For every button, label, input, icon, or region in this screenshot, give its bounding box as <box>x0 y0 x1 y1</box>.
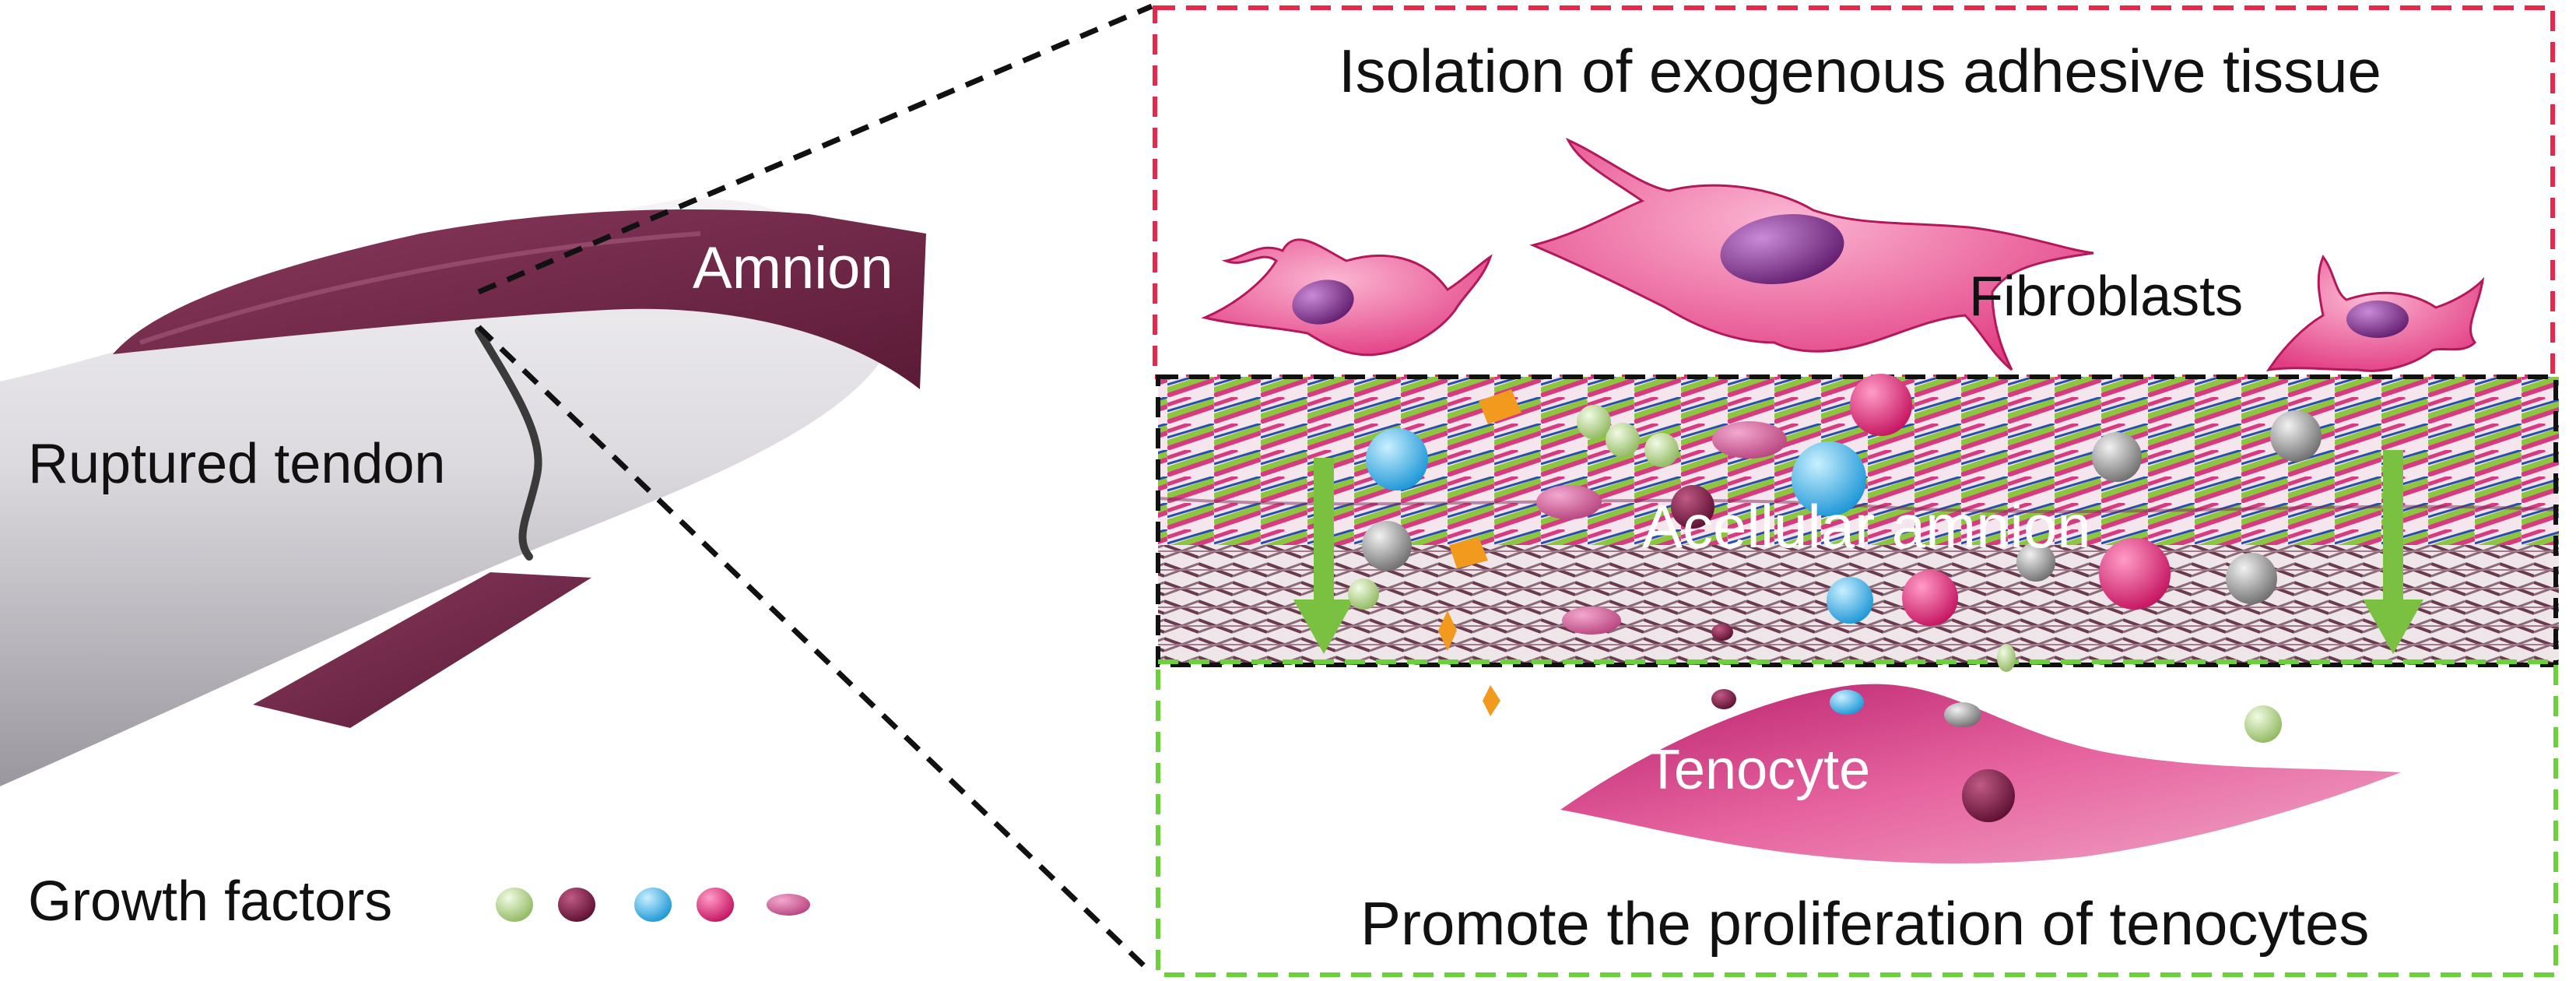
amnion-lower-flap <box>253 572 591 728</box>
zoom-line-bottom <box>476 325 1154 976</box>
growth-factors-label: Growth factors <box>28 870 393 933</box>
isolation-title: Isolation of exogenous adhesive tissue <box>1339 37 2381 105</box>
diffusion-arrow-left <box>1293 458 1354 654</box>
fibroblasts-label: Fibroblasts <box>1969 265 2244 328</box>
amnion-upper-wrap <box>113 209 926 389</box>
diffusion-arrow-right <box>2363 450 2423 654</box>
ruptured-tendon-label: Ruptured tendon <box>28 433 446 495</box>
acellular-box <box>1156 374 2558 667</box>
matrix-particles <box>1348 374 2322 651</box>
rupture-seam <box>475 327 542 561</box>
tenocyte-cell <box>1560 684 2401 864</box>
growth-factor-pink-icon <box>697 888 734 922</box>
growth-factor-maroon-icon <box>558 888 595 922</box>
fibroblast-cell-1 <box>1201 238 1493 357</box>
tendon-illustration <box>0 198 926 787</box>
growth-factor-green-icon <box>496 888 533 922</box>
fibroblast-cell-2 <box>1529 137 2094 371</box>
proliferation-title: Promote the proliferation of tenocytes <box>1360 889 2370 958</box>
growth-factor-mauve-icon <box>767 894 810 916</box>
growth-factors-legend <box>496 888 810 922</box>
zoom-line-top <box>477 3 1153 295</box>
ruptured-tendon-shape <box>0 198 895 787</box>
acellular-amnion-label: Acellular amnion <box>1642 492 2091 561</box>
amnion-label: Amnion <box>693 235 893 301</box>
growth-factor-blue-icon <box>634 888 672 922</box>
tenocyte-label: Tenocyte <box>1646 739 1871 801</box>
fibroblast-cell-3 <box>2265 254 2485 372</box>
released-particles <box>1483 624 2282 743</box>
proliferation-box <box>1156 659 2558 977</box>
